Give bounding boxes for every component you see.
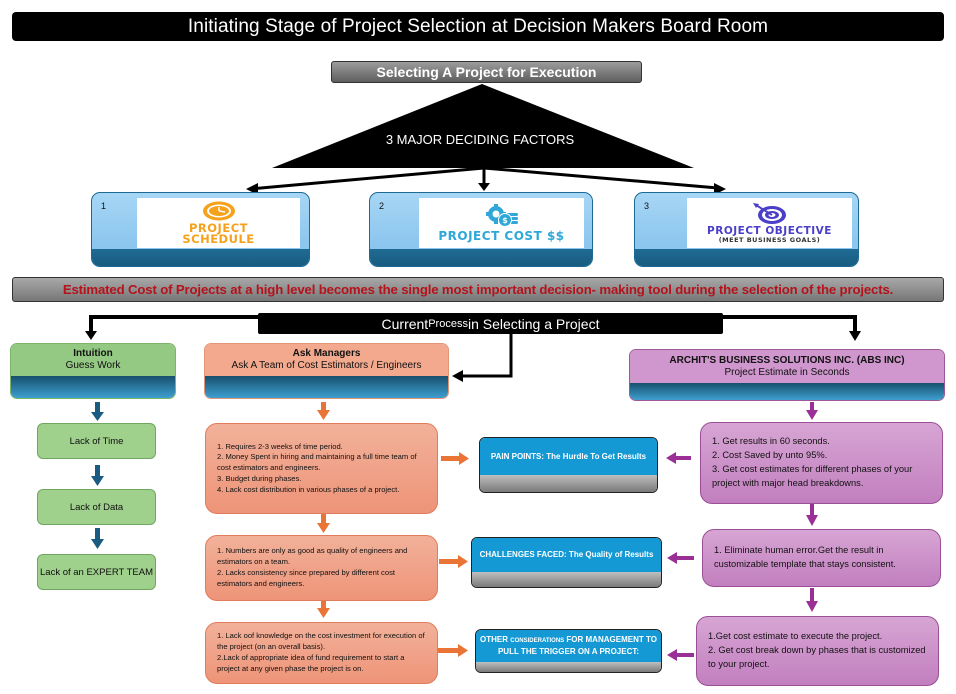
project-schedule-logo: PROJECT SCHEDULE bbox=[137, 198, 300, 248]
factor-title: PROJECT bbox=[189, 220, 248, 235]
abs-box-cost-breakdown: 1.Get cost estimate to execute the proje… bbox=[696, 616, 939, 686]
callout-label: CHALLENGES FACED: The Quality of Results bbox=[472, 538, 661, 573]
arrow-head-abs bbox=[849, 331, 861, 341]
arrow-head-managers bbox=[452, 370, 463, 382]
managers-box-pain-points: 1. Requires 2-3 weeks of time period. 2.… bbox=[205, 423, 438, 514]
intuition-subtitle: Guess Work bbox=[65, 360, 121, 371]
list-item: 1. Get results in 60 seconds. bbox=[712, 436, 830, 447]
abs-box-consistency: 1. Eliminate human error.Get the result … bbox=[702, 529, 941, 587]
list-item: 4. Lack cost distribution in various pha… bbox=[217, 484, 400, 494]
process-bar-text-1: Current bbox=[381, 315, 429, 332]
arrow-head-factor-2 bbox=[478, 183, 490, 191]
process-bar-text-3: in Selecting a Project bbox=[467, 315, 600, 332]
callout-label: OTHER CONSIDERATIONS FOR MANAGEMENT TO P… bbox=[476, 630, 661, 663]
intuition-item: Lack of Data bbox=[37, 489, 156, 525]
deciding-factors-triangle bbox=[272, 84, 694, 168]
project-objective-logo: PROJECT OBJECTIVE (MEET BUSINESS GOALS) bbox=[687, 198, 852, 248]
list-item: 2. Get cost break down by phases that is… bbox=[708, 645, 926, 669]
factor-card-base bbox=[370, 249, 592, 266]
managers-title: Ask Managers bbox=[292, 347, 361, 359]
key-insight-banner: Estimated Cost of Projects at a high lev… bbox=[12, 277, 944, 302]
list-item: 3. Get cost estimates for different phas… bbox=[712, 464, 913, 488]
branch-to-managers bbox=[462, 334, 513, 378]
factor-number: 2 bbox=[379, 201, 385, 211]
callout-base bbox=[472, 572, 661, 587]
branch-to-intuition bbox=[89, 315, 258, 332]
current-process-bar: Current Process in Selecting a Project bbox=[258, 313, 723, 334]
callout-label: PAIN POINTS: The Hurdle To Get Results bbox=[480, 438, 657, 476]
factor-card-schedule: 1 PROJECT SCHEDULE bbox=[91, 192, 310, 267]
callout-text: PULL THE TRIGGER ON A PROJECT: bbox=[497, 647, 640, 656]
list-item: 1. Lack oof knowledge on the cost invest… bbox=[217, 631, 425, 652]
header-base bbox=[205, 376, 448, 398]
intuition-item: Lack of Time bbox=[37, 423, 156, 459]
factor-card-base bbox=[92, 249, 309, 266]
intuition-title: Intuition bbox=[73, 347, 113, 359]
managers-subtitle: Ask A Team of Cost Estimators / Engineer… bbox=[231, 360, 422, 371]
factor-title: PROJECT COST $$ bbox=[438, 229, 565, 243]
ask-managers-header: Ask Managers Ask A Team of Cost Estimato… bbox=[204, 343, 449, 399]
intuition-header: Intuition Guess Work bbox=[10, 343, 176, 399]
factor-number: 3 bbox=[644, 201, 650, 211]
project-cost-logo: $ PROJECT COST $$ bbox=[419, 198, 584, 248]
pain-points-callout: PAIN POINTS: The Hurdle To Get Results bbox=[479, 437, 658, 493]
callout-text: FOR MANAGEMENT TO bbox=[564, 635, 657, 644]
page-title: Initiating Stage of Project Selection at… bbox=[12, 12, 944, 41]
target-arrow-icon bbox=[752, 202, 786, 224]
list-item: 2. Cost Saved by unto 95%. bbox=[712, 450, 828, 461]
list-item: 1. Requires 2-3 weeks of time period. bbox=[217, 441, 343, 451]
callout-base bbox=[476, 662, 661, 672]
process-bar-text-2: Process bbox=[428, 317, 468, 330]
abs-inc-header: ARCHIT'S BUSINESS SOLUTIONS INC. (ABS IN… bbox=[629, 349, 945, 401]
list-item: 1.Get cost estimate to execute the proje… bbox=[708, 631, 883, 642]
list-item: 1. Numbers are only as good as quality o… bbox=[217, 546, 408, 567]
factor-title: PROJECT OBJECTIVE bbox=[707, 224, 832, 237]
deciding-factors-label: 3 MAJOR DECIDING FACTORS bbox=[385, 132, 575, 147]
callout-base bbox=[480, 475, 657, 492]
arrow-head-intuition bbox=[85, 331, 97, 340]
abs-subtitle: Project Estimate in Seconds bbox=[724, 367, 850, 378]
callout-text: CONSIDERATIONS bbox=[510, 638, 565, 644]
factor-card-cost: 2 $ PROJECT COST $$ bbox=[369, 192, 593, 267]
abs-title: ARCHIT'S BUSINESS SOLUTIONS INC. (ABS IN… bbox=[669, 354, 905, 366]
arrow-to-factor-3 bbox=[483, 166, 719, 190]
arrow-to-factor-1 bbox=[249, 166, 485, 191]
svg-text:$: $ bbox=[502, 216, 508, 225]
list-item: 2. Money Spent in hiring and maintaining… bbox=[217, 452, 417, 473]
factor-card-objective: 3 PROJECT OBJECTIVE (MEET BUSINESS GOALS… bbox=[634, 192, 859, 267]
factor-subtitle: (MEET BUSINESS GOALS) bbox=[718, 236, 821, 244]
clock-icon bbox=[202, 201, 235, 220]
header-base bbox=[630, 383, 944, 400]
managers-box-other: 1. Lack oof knowledge on the cost invest… bbox=[205, 622, 438, 684]
managers-box-challenges: 1. Numbers are only as good as quality o… bbox=[205, 535, 438, 601]
list-item: 3. Budget during phases. bbox=[217, 473, 302, 483]
factor-number: 1 bbox=[101, 201, 107, 211]
factor-card-base bbox=[635, 249, 858, 266]
abs-box-benefits: 1. Get results in 60 seconds. 2. Cost Sa… bbox=[700, 422, 943, 504]
intuition-item: Lack of an EXPERT TEAM bbox=[37, 554, 156, 590]
factor-subtitle: SCHEDULE bbox=[182, 232, 255, 246]
list-item: 1. Eliminate human error.Get the result … bbox=[714, 545, 896, 569]
branch-to-abs bbox=[723, 315, 857, 332]
selecting-project-label: Selecting A Project for Execution bbox=[331, 61, 642, 83]
callout-text: OTHER bbox=[480, 635, 511, 644]
list-item: 2.Lack of appropriate idea of fund requi… bbox=[217, 653, 405, 673]
header-base bbox=[11, 376, 175, 398]
challenges-callout: CHALLENGES FACED: The Quality of Results bbox=[471, 537, 662, 588]
list-item: 2. Lacks consistency since prepared by d… bbox=[217, 568, 395, 588]
other-considerations-callout: OTHER CONSIDERATIONS FOR MANAGEMENT TO P… bbox=[475, 629, 662, 673]
gear-coin-icon: $ bbox=[485, 204, 518, 227]
